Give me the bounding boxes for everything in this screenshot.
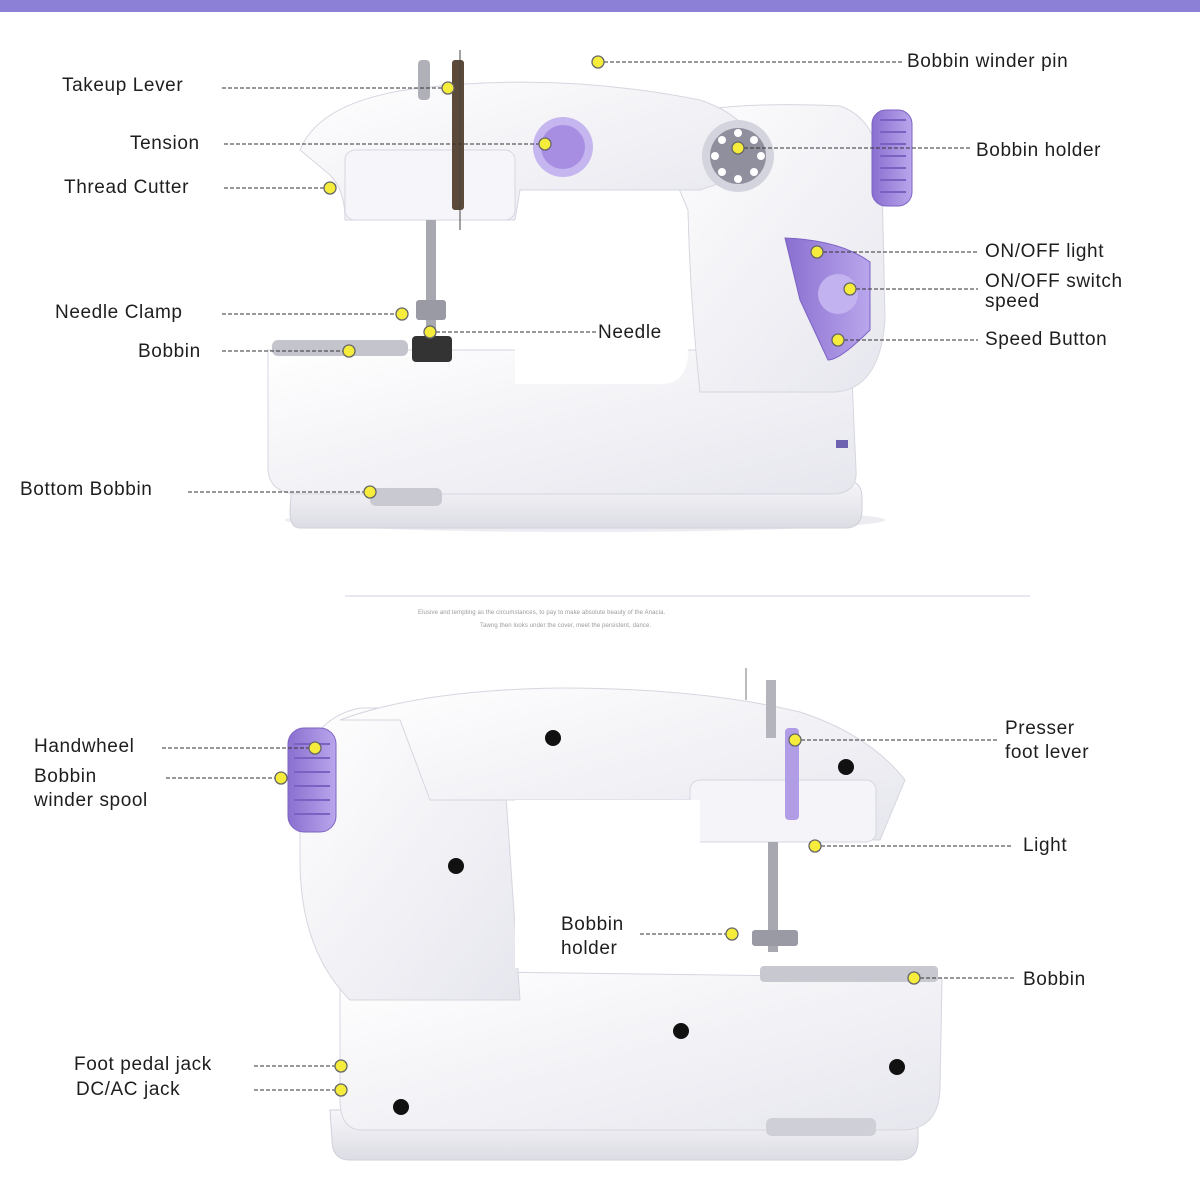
label-onoff-switch-speed: speed — [985, 291, 1040, 312]
label-foot-pedal-jack: Foot pedal jack — [74, 1054, 212, 1075]
label-takeup-lever: Takeup Lever — [62, 75, 184, 96]
label-speed-button: Speed Button — [985, 329, 1108, 350]
caption-line-1: Elusive and tempting as the circumstance… — [418, 610, 666, 616]
front-view-leader-lines — [188, 61, 978, 493]
back-view-leader-lines — [162, 739, 1016, 1091]
label-needle-clamp: Needle Clamp — [55, 302, 183, 323]
label-presser-foot-lever-2: foot lever — [1005, 742, 1090, 763]
label-tension: Tension — [130, 133, 200, 154]
label-light: Light — [1023, 835, 1068, 856]
label-needle: Needle — [598, 322, 662, 343]
label-presser-foot-lever: Presser — [1005, 718, 1075, 739]
front-view-markers — [323, 55, 857, 499]
label-bobbin-back: Bobbin — [1023, 969, 1086, 990]
label-bobbin: Bobbin — [138, 341, 201, 362]
label-bobbin-winder-pin: Bobbin winder pin — [907, 51, 1069, 72]
label-bobbin-winder-spool: Bobbin — [34, 766, 97, 787]
caption-line-2: Tawng then looks under the cover, meet t… — [480, 623, 652, 629]
label-onoff-switch: ON/OFF switch — [985, 271, 1123, 292]
label-bobbin-winder-spool-2: winder spool — [34, 790, 148, 811]
front-view-machine — [267, 50, 913, 532]
label-dc-ac-jack: DC/AC jack — [76, 1079, 181, 1100]
label-bobbin-holder-back-2: holder — [561, 938, 618, 959]
top-accent-bar — [0, 0, 1200, 12]
back-view-machine — [287, 668, 943, 1161]
label-bobbin-holder-back: Bobbin — [561, 914, 624, 935]
label-handwheel: Handwheel — [34, 736, 135, 757]
label-bobbin-holder: Bobbin holder — [976, 140, 1102, 161]
label-onoff-light: ON/OFF light — [985, 241, 1105, 262]
label-thread-cutter: Thread Cutter — [64, 177, 190, 198]
label-bottom-bobbin: Bottom Bobbin — [20, 479, 153, 500]
back-view-markers — [274, 733, 921, 1097]
